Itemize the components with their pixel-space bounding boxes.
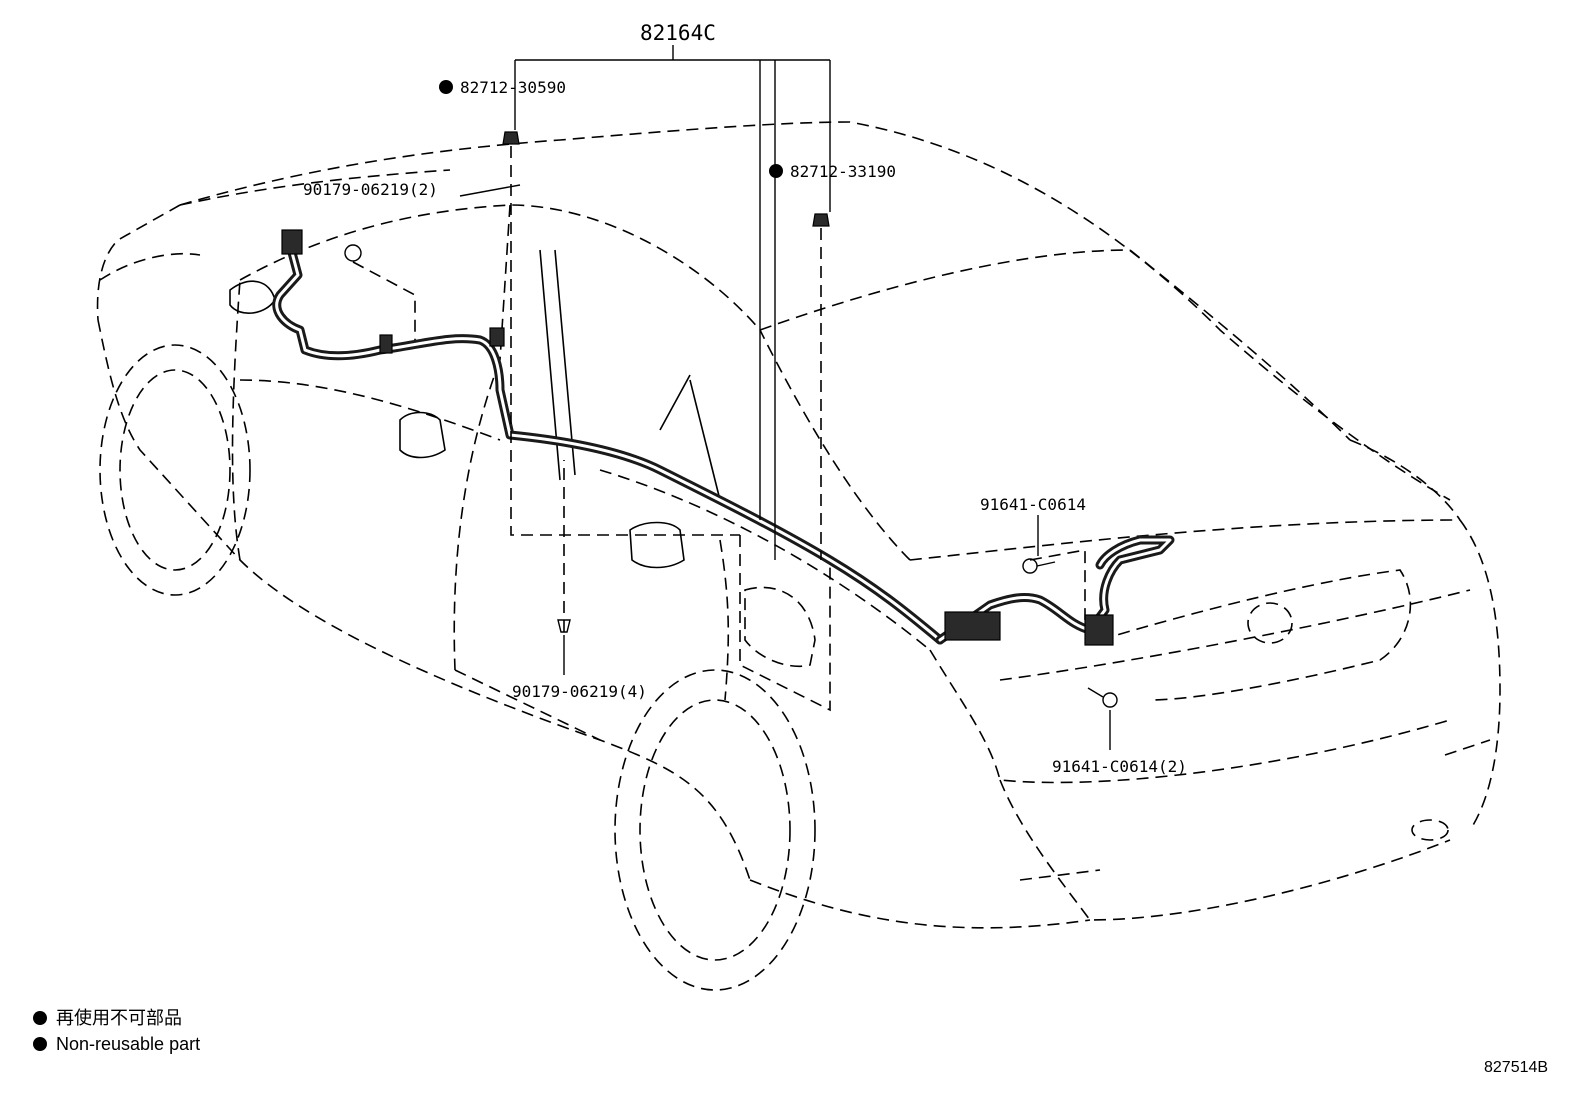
- clamp-front-part: [344, 244, 362, 262]
- rear-connector-block: [944, 611, 1001, 641]
- legend-marker-english: [33, 1037, 47, 1051]
- callout-90179-06219-4: 90179-06219(4): [512, 682, 647, 701]
- callout-82712-33190: 82712-33190: [790, 162, 896, 181]
- callout-91641-C0614: 91641-C0614: [980, 495, 1086, 514]
- front-connector: [281, 229, 303, 255]
- harness-clip: [379, 334, 393, 354]
- car-detail-lines: [229, 249, 721, 569]
- legend: 再使用不可部品 Non-reusable part: [33, 1008, 200, 1054]
- clip-33190-part: [812, 213, 830, 227]
- callout-91641-C0614-2: 91641-C0614(2): [1052, 757, 1187, 776]
- non-reusable-marker-33190: [769, 164, 783, 178]
- pillar-clip: [489, 327, 505, 347]
- reference-code: 827514B: [1484, 1059, 1548, 1076]
- wire-harness: [272, 229, 1175, 646]
- bolt-trunk-part: [1022, 558, 1038, 574]
- trunk-connector: [1084, 614, 1114, 646]
- legend-japanese: 再使用不可部品: [56, 1008, 182, 1028]
- callout-90179-06219-2: 90179-06219(2): [303, 180, 438, 199]
- labels: 82164C 82712-30590 82712-33190 90179-062…: [303, 21, 1187, 776]
- callout-82712-30590: 82712-30590: [460, 78, 566, 97]
- car-body-outline: [96, 121, 1501, 991]
- non-reusable-marker-30590: [439, 80, 453, 94]
- leader-lines: [352, 45, 1111, 750]
- assembly-label: 82164C: [640, 21, 716, 45]
- bolt-rear-part: [1102, 692, 1118, 708]
- small-parts: [344, 131, 1118, 708]
- legend-marker-japanese: [33, 1011, 47, 1025]
- legend-english: Non-reusable part: [56, 1034, 200, 1054]
- clip-30590-part: [502, 131, 520, 145]
